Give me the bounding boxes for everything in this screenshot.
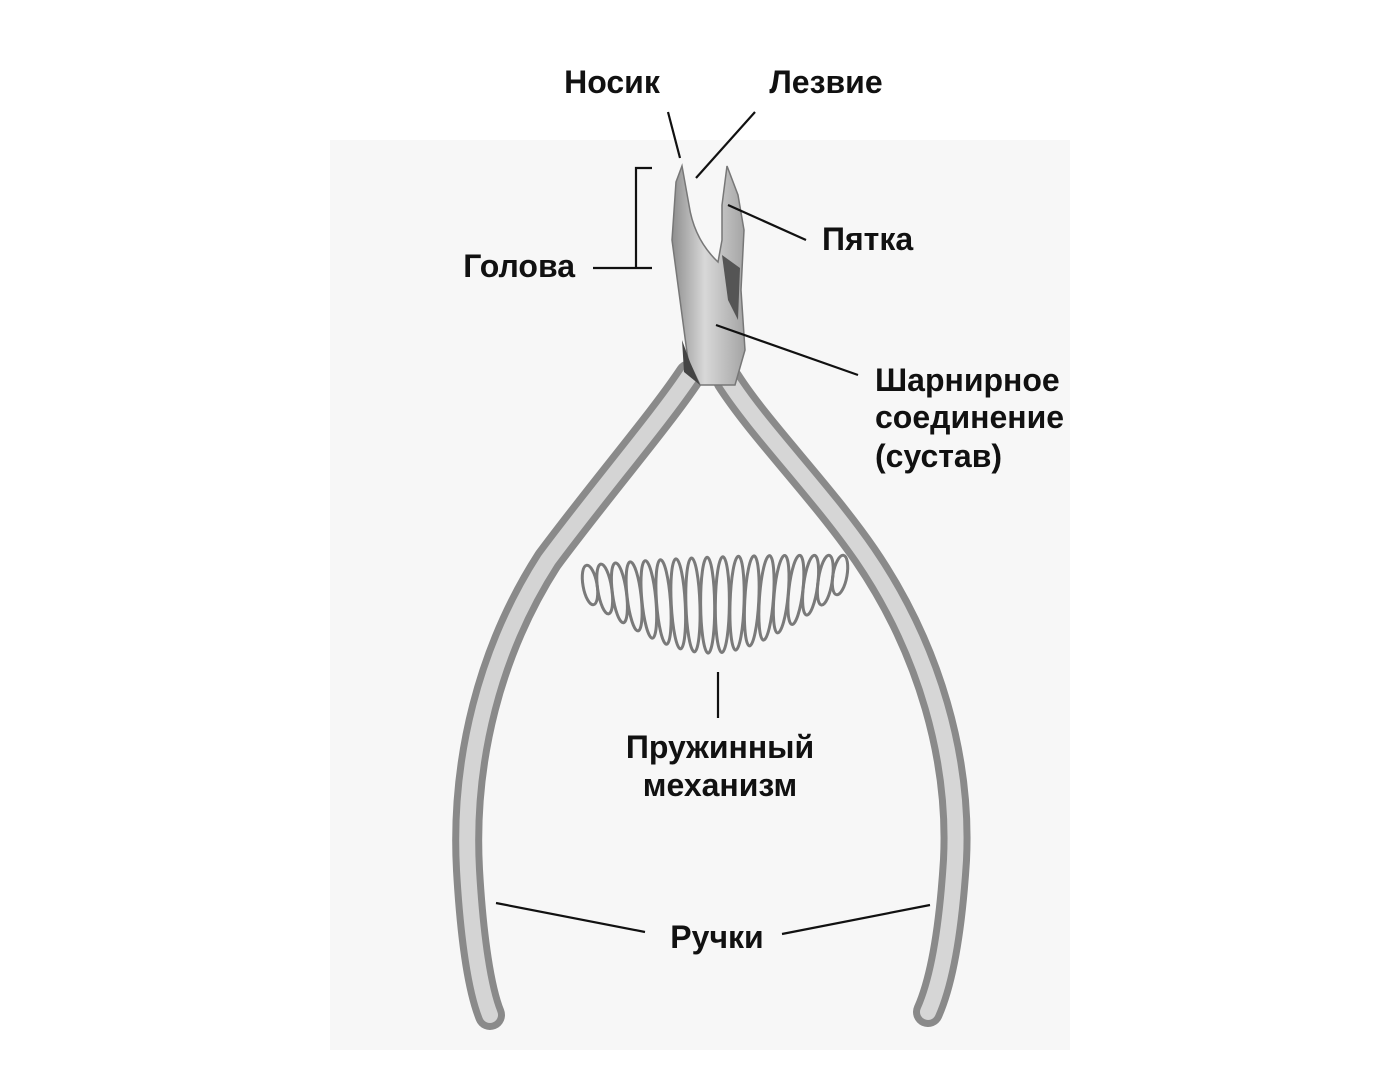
label-joint-line3: (сустав) (875, 438, 1002, 474)
label-joint-line2: соединение (875, 399, 1064, 435)
nose-leader-line (666, 111, 682, 159)
handles-leader-line-left (495, 901, 646, 934)
head-bracket (593, 166, 652, 270)
joint-leader-line (715, 323, 859, 377)
label-heel: Пятка (822, 221, 913, 257)
spring-illustration (580, 553, 850, 655)
label-joint-line1: Шарнирное (875, 362, 1060, 398)
heel-leader-line (727, 203, 807, 242)
handles-illustration (452, 360, 971, 1030)
label-handles: Ручки (670, 919, 763, 955)
label-blade: Лезвие (769, 64, 882, 100)
label-head: Голова (463, 248, 575, 284)
blade-leader-line (695, 111, 756, 179)
label-spring-line1: Пружинный (626, 729, 814, 765)
handles-leader-line-right (781, 903, 931, 936)
head-illustration (671, 163, 746, 386)
spring-coil (830, 553, 850, 597)
label-nose: Носик (564, 64, 661, 100)
label-spring-line2: механизм (643, 767, 797, 803)
